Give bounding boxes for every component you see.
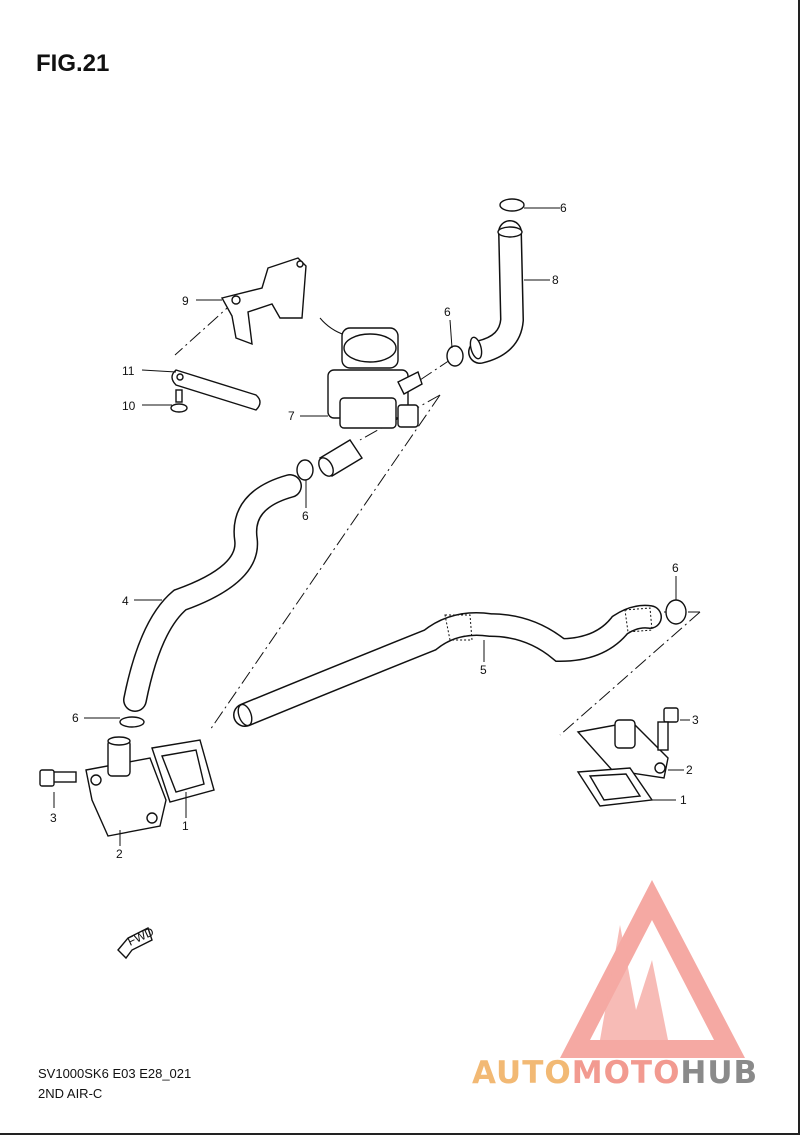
clamps — [119, 198, 687, 728]
fwd-arrow-icon: FWD — [117, 924, 156, 960]
watermark-hub: HUB — [680, 1055, 759, 1091]
label-ref: 10 — [122, 399, 136, 413]
label-ref: 5 — [480, 663, 487, 677]
reed-cover-right — [576, 719, 669, 779]
clamp-strip — [171, 369, 261, 411]
label-ref: 3 — [50, 811, 57, 825]
reed-cover-left — [85, 736, 167, 837]
label-ref: 6 — [72, 711, 79, 725]
watermark-logo — [560, 880, 745, 1058]
label-ref: 2 — [686, 763, 693, 777]
label-ref: 3 — [692, 713, 699, 727]
label-ref: 9 — [182, 294, 189, 308]
label-ref: 4 — [122, 594, 129, 608]
bracket — [220, 257, 307, 346]
figure-title: FIG.21 — [36, 50, 110, 77]
bolt-right — [657, 707, 679, 751]
watermark-auto: AUTO — [472, 1055, 572, 1091]
label-ref: 8 — [552, 273, 559, 287]
watermark-moto: MOTO — [571, 1055, 681, 1091]
label-ref: 7 — [288, 409, 295, 423]
air-valve — [318, 317, 423, 477]
label-ref: 2 — [116, 847, 123, 861]
bolt-left — [39, 769, 77, 787]
label-ref: 11 — [122, 364, 135, 378]
label-ref: 6 — [302, 509, 309, 523]
screw — [170, 389, 188, 413]
diagram-code: SV1000SK6 E03 E28_021 — [38, 1066, 192, 1081]
gasket-left — [151, 739, 215, 803]
part-labels: 6 8 6 9 11 10 7 6 4 5 6 6 3 2 1 3 2 1 — [50, 201, 699, 861]
hose-lower — [233, 604, 662, 727]
hose-middle — [123, 474, 302, 712]
leader-lines — [53, 207, 690, 846]
label-ref: 6 — [444, 305, 451, 319]
label-ref: 1 — [680, 793, 687, 807]
label-ref: 1 — [182, 819, 189, 833]
label-ref: 6 — [560, 201, 567, 215]
diagram-name: 2ND AIR-C — [38, 1086, 103, 1101]
watermark-brand: AUTOMOTOHUB — [472, 1055, 758, 1091]
gasket-right — [576, 767, 654, 807]
label-ref: 6 — [672, 561, 679, 575]
hose-upper — [468, 220, 525, 364]
